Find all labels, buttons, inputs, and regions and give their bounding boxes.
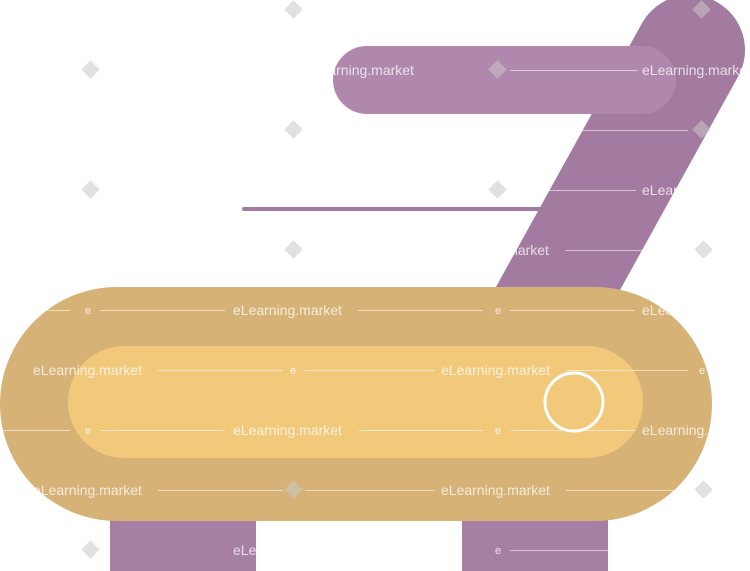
belt-track xyxy=(68,346,643,458)
speed-line xyxy=(242,207,542,211)
control-knob-icon xyxy=(543,371,605,433)
handlebar xyxy=(333,46,676,114)
